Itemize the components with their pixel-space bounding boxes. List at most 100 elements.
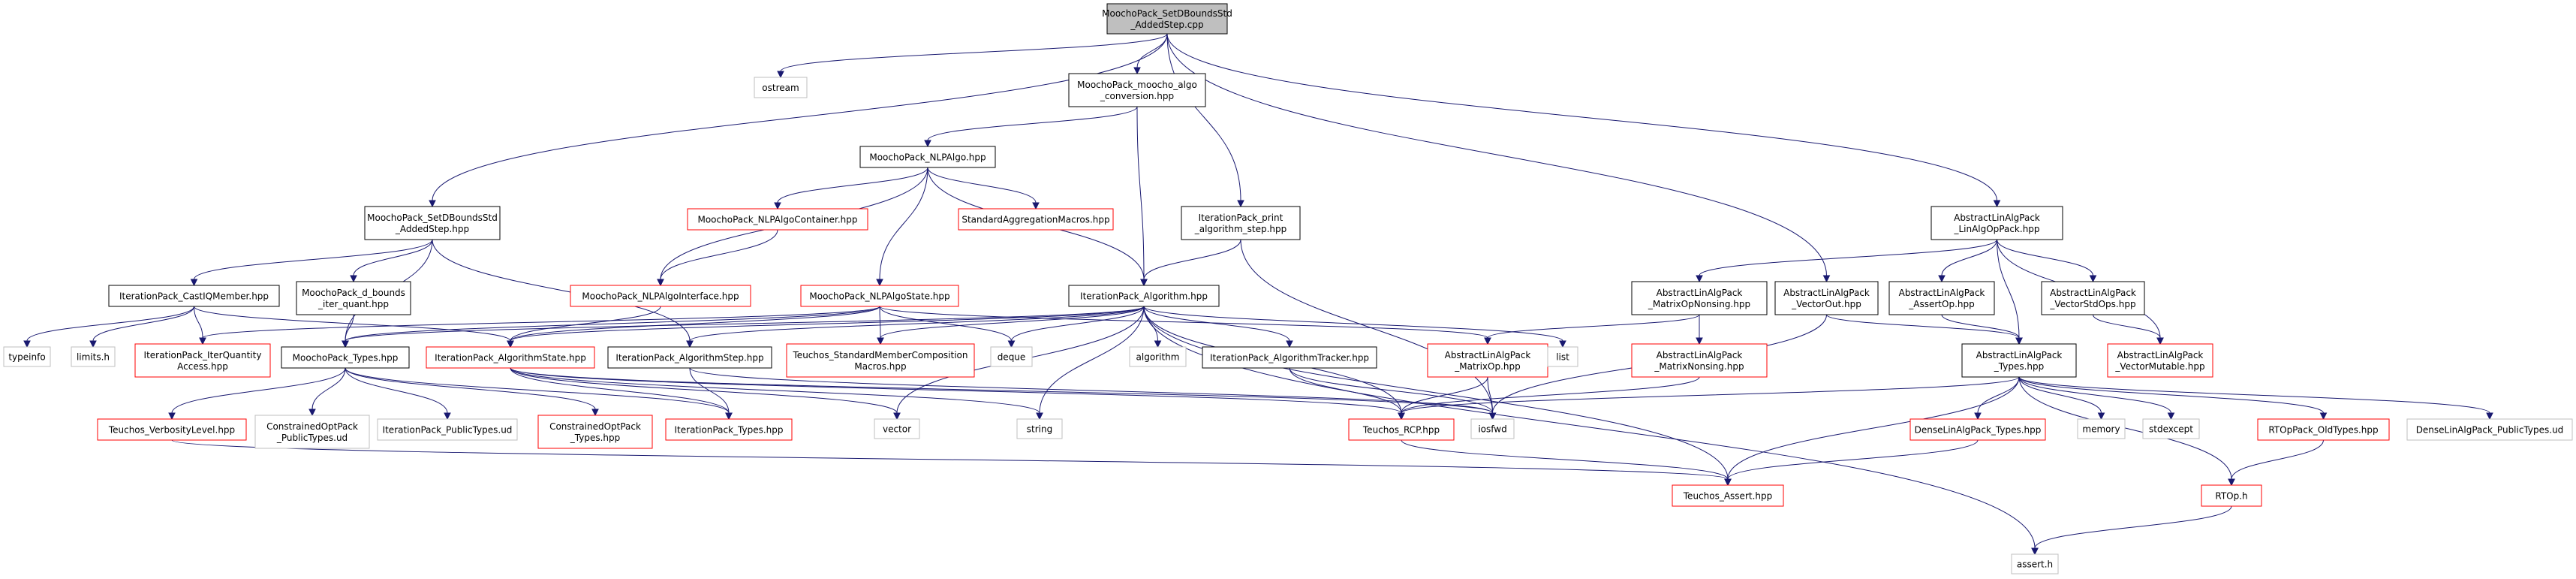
node-algo-conv[interactable]: MoochoPack_moocho_algo_conversion.hpp	[1068, 73, 1206, 107]
node-box	[2142, 418, 2200, 439]
edge-line	[1289, 367, 1402, 414]
node-label: AbstractLinAlgPack	[2050, 288, 2136, 298]
node-rtop-old[interactable]: RTOpPack_OldTypes.hpp	[2257, 418, 2390, 441]
node-matop-nonsing[interactable]: AbstractLinAlgPack_MatrixOpNonsing.hpp	[1631, 281, 1768, 315]
arrowhead	[1398, 412, 1405, 421]
edge-setdb-hpp-to-d-bounds	[350, 239, 433, 283]
node-box	[1016, 418, 1063, 439]
edge-line	[660, 229, 778, 280]
arrowhead	[725, 412, 733, 421]
node-box	[537, 415, 653, 449]
node-label: deque	[998, 352, 1026, 363]
node-label: AbstractLinAlgPack	[1657, 288, 1743, 298]
edge-line	[1240, 239, 1493, 414]
node-castiq[interactable]: IterationPack_CastIQMember.hpp	[108, 285, 280, 307]
arrowhead	[350, 275, 357, 283]
node-label: typeinfo	[8, 352, 45, 363]
node-box	[134, 343, 271, 378]
node-label: list	[1556, 352, 1569, 363]
node-label: Teuchos_Assert.hpp	[1683, 491, 1772, 502]
node-algo-tracker[interactable]: IterationPack_AlgorithmTracker.hpp	[1202, 346, 1377, 369]
node-list: list	[1547, 346, 1578, 367]
node-dlap-types[interactable]: DenseLinAlgPack_Types.hpp	[1909, 418, 2046, 441]
node-rtop-h[interactable]: RTOp.h	[2201, 484, 2262, 507]
arrowhead	[686, 340, 694, 348]
node-box	[990, 346, 1033, 367]
edge-line	[510, 367, 1040, 414]
node-it-algorithm[interactable]: IterationPack_Algorithm.hpp	[1068, 285, 1220, 307]
edge-it-algorithm-to-assert-h	[1143, 306, 2039, 556]
node-moocho-types[interactable]: MoochoPack_Types.hpp	[281, 346, 410, 369]
node-label: IterationPack_PublicTypes.ud	[383, 425, 513, 436]
node-vectorout[interactable]: AbstractLinAlgPack_VectorOut.hpp	[1774, 281, 1879, 315]
edge-line	[879, 306, 1012, 342]
node-label: _MatrixOpNonsing.hpp	[1648, 299, 1750, 309]
node-matrixop[interactable]: AbstractLinAlgPack_MatrixOp.hpp	[1427, 343, 1548, 378]
arrowhead	[1488, 412, 1497, 421]
node-root[interactable]: MoochoPack_SetDBoundsStd_AddedStep.cpp	[1102, 3, 1232, 35]
node-vec-mutable[interactable]: AbstractLinAlgPack_VectorMutable.hpp	[2107, 343, 2213, 378]
node-label: DenseLinAlgPack_PublicTypes.ud	[2416, 425, 2564, 436]
node-mat-nonsing[interactable]: AbstractLinAlgPack_MatrixNonsing.hpp	[1631, 343, 1768, 378]
node-setdb-hpp[interactable]: MoochoPack_SetDBoundsStd_AddedStep.hpp	[364, 206, 501, 240]
node-algo-step[interactable]: IterationPack_AlgorithmStep.hpp	[607, 346, 772, 369]
node-label: AbstractLinAlgPack	[1445, 350, 1531, 360]
node-label: Teuchos_StandardMemberComposition	[793, 350, 968, 360]
node-label: StandardAggregationMacros.hpp	[961, 215, 1109, 225]
node-label: assert.h	[2017, 559, 2053, 570]
node-teuchos-assert[interactable]: Teuchos_Assert.hpp	[1672, 484, 1784, 507]
node-dlap-pub: DenseLinAlgPack_PublicTypes.ud	[2406, 418, 2573, 441]
node-box	[296, 281, 411, 315]
node-deque: deque	[990, 346, 1033, 367]
node-label: Macros.hpp	[854, 361, 906, 372]
node-print-step[interactable]: IterationPack_print_algorithm_step.hpp	[1181, 206, 1301, 240]
node-box	[1547, 346, 1578, 367]
node-label: Access.hpp	[177, 361, 228, 372]
node-copack-types[interactable]: ConstrainedOptPack_Types.hpp	[537, 415, 653, 449]
edge-moocho-types-to-verbosity	[168, 367, 346, 421]
edge-line	[2034, 505, 2232, 549]
edge-it-algorithm-to-algo-state	[507, 306, 1145, 348]
edge-line	[2018, 376, 2490, 414]
edge-line	[345, 306, 1145, 342]
edge-setdb-hpp-to-castiq	[190, 239, 433, 287]
node-teuchos-smc[interactable]: Teuchos_StandardMemberCompositionMacros.…	[786, 343, 975, 378]
edge-algo-state-to-vector	[510, 367, 901, 421]
node-nlpalgo-state[interactable]: MoochoPack_NLPAlgoState.hpp	[800, 285, 959, 307]
node-box	[281, 346, 410, 369]
node-alap-types[interactable]: AbstractLinAlgPack_Types.hpp	[1961, 343, 2077, 378]
arrowhead	[308, 409, 316, 417]
node-d-bounds[interactable]: MoochoPack_d_bounds_iter_quant.hpp	[296, 281, 411, 315]
edge-print-step-to-it-algorithm	[1140, 239, 1241, 287]
node-linalgop[interactable]: AbstractLinAlgPack_LinAlgOpPack.hpp	[1930, 206, 2063, 240]
node-box	[1068, 285, 1220, 307]
node-label: MoochoPack_SetDBoundsStd	[1102, 8, 1232, 19]
node-box	[1631, 343, 1768, 378]
edge-algo-state-to-iosfwd	[510, 367, 1497, 421]
edge-root-to-setdb-hpp	[429, 33, 1168, 208]
node-box	[1106, 3, 1228, 35]
arrowhead	[2156, 337, 2164, 345]
node-itpack-types[interactable]: IterationPack_Types.hpp	[665, 418, 793, 441]
arrowhead	[1032, 202, 1040, 210]
node-algo-state[interactable]: IterationPack_AlgorithmState.hpp	[426, 346, 595, 369]
edge-it-algorithm-to-teuchos-smc	[877, 306, 1145, 345]
node-assertop[interactable]: AbstractLinAlgPack_AssertOp.hpp	[1888, 281, 1995, 315]
node-memory: memory	[2077, 418, 2126, 439]
arrowhead	[1036, 412, 1043, 421]
nodes-layer: MoochoPack_SetDBoundsStd_AddedStep.cppos…	[3, 3, 2573, 574]
arrowhead	[1007, 340, 1016, 348]
node-nlpalgo-iface[interactable]: MoochoPack_NLPAlgoInterface.hpp	[570, 285, 751, 307]
node-nlpalgo-container[interactable]: MoochoPack_NLPAlgoContainer.hpp	[687, 208, 868, 231]
node-std-agg[interactable]: StandardAggregationMacros.hpp	[958, 208, 1114, 231]
arrowhead	[1140, 279, 1148, 287]
edge-line	[1166, 33, 1827, 276]
node-rcp[interactable]: Teuchos_RCP.hpp	[1348, 418, 1455, 441]
node-verbosity[interactable]: Teuchos_VerbosityLevel.hpp	[97, 418, 247, 441]
node-label: vector	[883, 424, 911, 435]
edge-assertop-to-alap-types	[1941, 314, 2023, 345]
node-nlpalgo[interactable]: MoochoPack_NLPAlgo.hpp	[859, 146, 996, 168]
edge-rcp-to-teuchos-assert	[1401, 439, 1732, 487]
node-vecstdops[interactable]: AbstractLinAlgPack_VectorStdOps.hpp	[2041, 281, 2145, 315]
